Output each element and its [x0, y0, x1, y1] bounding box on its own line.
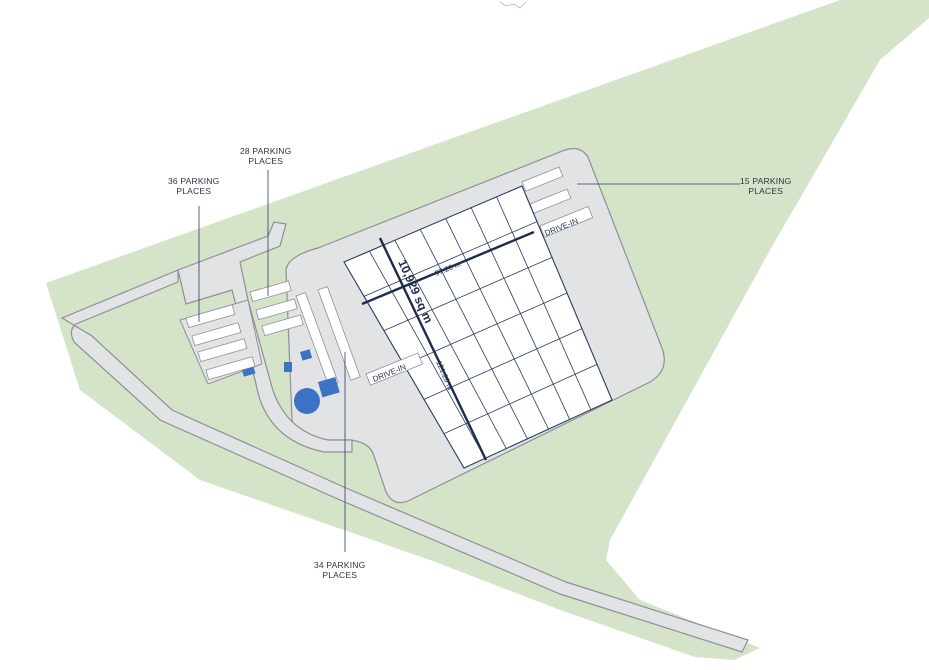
- callout-parking-34: 34 PARKING PLACES: [314, 560, 365, 580]
- drive-in-ramp-left: [365, 352, 423, 386]
- car-park-road: [177, 221, 353, 453]
- callout-parking-34-line2: PLACES: [322, 570, 358, 580]
- callout-leaders: [198, 170, 740, 552]
- callout-parking-28-line1: 28 PARKING: [240, 146, 292, 156]
- access-road: [60, 269, 749, 653]
- length-dimension-line: [378, 237, 488, 461]
- warehouse-building: [343, 185, 613, 469]
- callout-parking-34-line1: 34 PARKING: [314, 560, 366, 570]
- utility-structures: [242, 349, 340, 398]
- roof-grid-line: [443, 363, 598, 435]
- width-dimension-line: [361, 230, 535, 306]
- callout-parking-15-line2: PLACES: [748, 186, 784, 196]
- drive-in-ramp-top: [539, 205, 594, 238]
- water-tank: [294, 388, 320, 414]
- roof-grid-line: [383, 256, 553, 332]
- map-fragment: [499, 1, 527, 9]
- callout-parking-36-line1: 36 PARKING: [168, 176, 220, 186]
- callout-parking-36: 36 PARKING PLACES: [168, 176, 219, 196]
- callout-parking-15-line1: 15 PARKING: [740, 176, 792, 186]
- parking-bays-34: [295, 286, 361, 387]
- callout-parking-15: 15 PARKING PLACES: [740, 176, 791, 196]
- callout-parking-28: 28 PARKING PLACES: [240, 146, 291, 166]
- callout-parking-36-line2: PLACES: [176, 186, 212, 196]
- callout-parking-28-line2: PLACES: [248, 156, 284, 166]
- parking-bays-36: [185, 304, 256, 381]
- roof-grid-line: [363, 221, 538, 297]
- parking-bays-28: [249, 280, 304, 337]
- roof-grid-line: [403, 292, 568, 366]
